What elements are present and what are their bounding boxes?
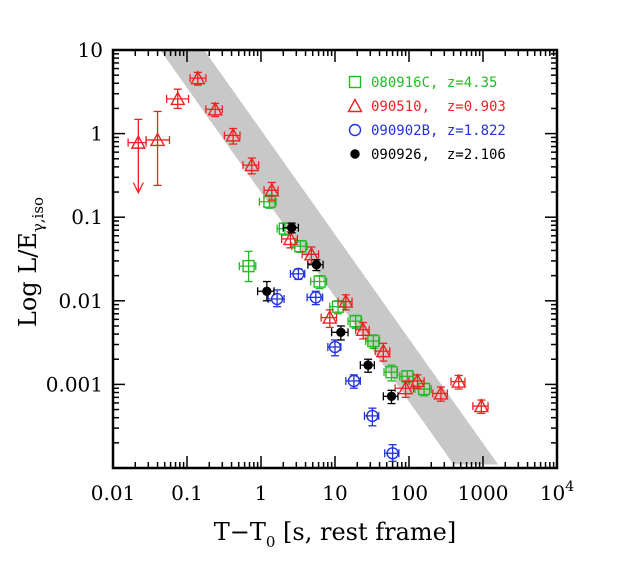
legend-entry: 080916C, z=4.35 (348, 75, 497, 91)
x-tick-label: 1000 (458, 481, 509, 505)
x-tick-label-base: 1000 (458, 481, 509, 505)
x-tick-label: 100 (390, 481, 428, 505)
data-point (338, 293, 354, 308)
data-point (347, 374, 361, 388)
x-tick-label-base: 10 (322, 481, 347, 505)
data-point (244, 157, 260, 172)
data-point (322, 309, 338, 324)
data-point (385, 365, 398, 379)
x-tick-label: 10 (322, 481, 347, 505)
data-point (328, 340, 342, 354)
data-point (433, 385, 449, 400)
x-tick-label-base: 0.1 (171, 481, 203, 505)
data-point (336, 327, 346, 337)
x-axis-title-rest: [s, rest frame] (275, 518, 456, 546)
legend-label: 090510, z=0.903 (371, 99, 506, 115)
y-tick-label: 1 (90, 122, 103, 146)
data-point (313, 275, 326, 288)
x-tick-label-base: 10 (540, 481, 565, 505)
y-axis-title: Log L/Eγ,iso (14, 197, 47, 327)
legend-entry: 090926, z=2.106 (350, 147, 506, 163)
data-point (149, 131, 166, 147)
legend-marker (348, 123, 362, 137)
legend-marker (348, 75, 362, 89)
data-point (355, 321, 371, 336)
x-tick-label-sup: 4 (565, 479, 574, 495)
data-point (292, 267, 305, 281)
data-point (386, 447, 399, 460)
x-tick-label-base: 0.01 (91, 481, 136, 505)
x-tick-label-base: 1 (255, 481, 268, 505)
data-point (401, 370, 414, 383)
x-tick-label: 1 (255, 481, 268, 505)
data-point (366, 409, 379, 423)
y-tick-label: 0.001 (46, 372, 103, 396)
upper-limit-arrow (132, 182, 144, 195)
y-tick-label: 0.1 (71, 205, 103, 229)
data-point (130, 134, 147, 149)
data-point (303, 246, 320, 261)
data-point (190, 70, 206, 85)
legend-label: 080916C, z=4.35 (371, 75, 497, 91)
y-axis-title-main: Log L/E (14, 232, 42, 327)
correlation-band (160, 50, 499, 465)
x-tick-label: 0.01 (91, 481, 136, 505)
data-point (451, 373, 467, 388)
data-point (473, 398, 490, 413)
series-1 (127, 70, 490, 415)
x-axis-title-main: T−T (214, 518, 266, 546)
series-3 (256, 222, 399, 405)
x-tick-label: 104 (540, 479, 574, 505)
data-point (242, 259, 255, 273)
legend-marker (347, 98, 363, 113)
x-tick-label: 0.1 (171, 481, 203, 505)
x-tick-label-base: 100 (390, 481, 428, 505)
data-point (262, 286, 272, 296)
data-point (363, 360, 373, 370)
legend-marker (350, 149, 360, 159)
data-point (397, 380, 414, 395)
data-point (294, 239, 307, 253)
data-point (282, 230, 299, 246)
data-point (287, 222, 297, 233)
legend-entry: 090510, z=0.903 (347, 98, 506, 115)
x-axis-title: T−T0 [s, rest frame] (214, 518, 457, 551)
data-point (207, 101, 223, 116)
x-axis-title-sub: 0 (266, 533, 276, 551)
y-axis-title-sub: γ,iso (29, 197, 47, 232)
data-point (367, 334, 380, 348)
y-tick-label: 10 (78, 38, 103, 62)
y-tick-label: 0.01 (58, 289, 103, 313)
data-point (270, 292, 284, 306)
data-point (375, 343, 392, 358)
legend-label: 090902B, z=1.822 (371, 123, 506, 139)
data-point (264, 182, 280, 197)
data-point (225, 127, 241, 142)
series-2 (267, 267, 400, 463)
data-point (409, 372, 426, 388)
legend-label: 090926, z=2.106 (371, 147, 506, 163)
data-point (309, 291, 322, 304)
data-point (311, 260, 322, 270)
data-point (386, 391, 397, 402)
legend-entry: 090902B, z=1.822 (348, 123, 506, 139)
data-point (170, 90, 186, 106)
